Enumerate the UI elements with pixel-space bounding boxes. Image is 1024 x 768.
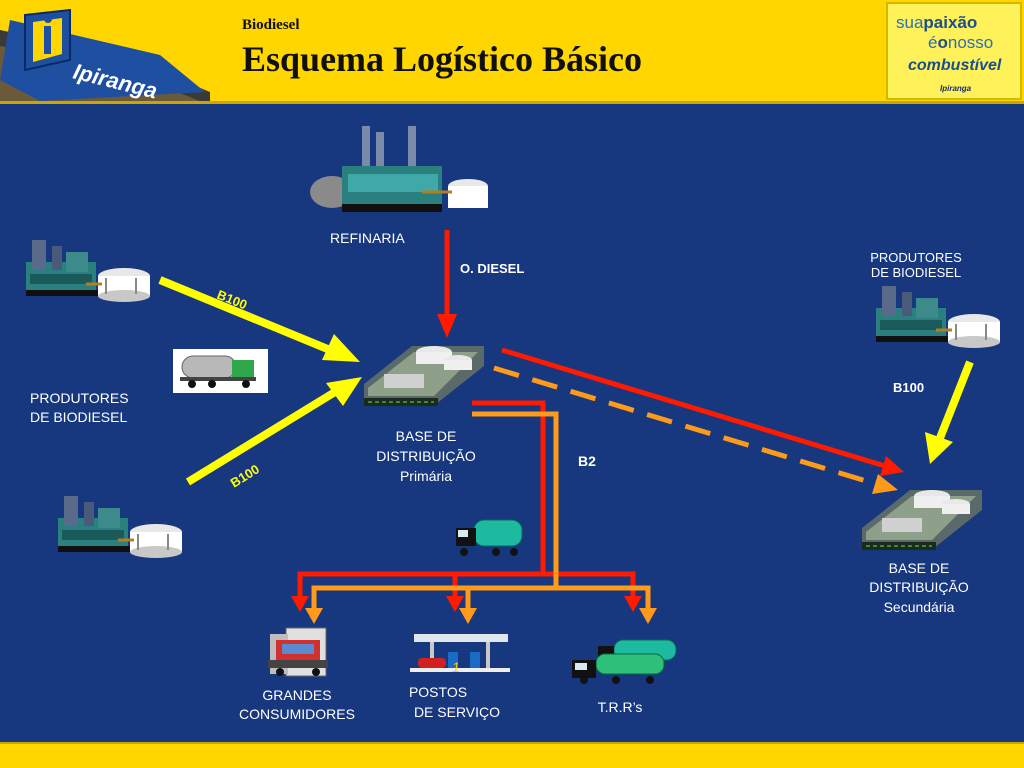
svg-text:1: 1	[452, 659, 460, 675]
grandes-consumidores-line2: CONSUMIDORES	[239, 706, 355, 722]
refinery-icon	[310, 126, 488, 212]
postos-line1: POSTOS	[409, 684, 467, 700]
base-primaria-line3: Primária	[400, 468, 452, 484]
refinaria-label: REFINARIA	[330, 230, 405, 246]
base-secundaria-line3: Secundária	[884, 599, 955, 615]
b100-label-bottom: B100	[228, 461, 262, 490]
slogan-box: suapaixão éonosso combustível Ipiranga	[886, 2, 1022, 100]
postos-line2: DE SERVIÇO	[414, 704, 500, 720]
orange-dashed-flow-secondary	[493, 365, 898, 494]
footer-bar	[0, 742, 1024, 768]
page-title: Esquema Logístico Básico	[242, 39, 643, 79]
slogan-line-3: combustível	[908, 57, 1002, 74]
base-primaria-line1: BASE DE	[396, 428, 457, 444]
diagram-panel: REFINARIA PRODUTORES DE BIODIESEL PRODUT…	[0, 104, 1024, 742]
base-primaria-icon	[363, 345, 485, 407]
orange-distribution-flow	[305, 411, 657, 624]
red-distribution-flow	[291, 400, 642, 612]
base-secundaria-line2: DISTRIBUIÇÃO	[869, 579, 969, 595]
base-secundaria-line1: BASE DE	[889, 560, 950, 576]
small-tanker-icon	[456, 519, 523, 556]
producer-right-icon	[874, 284, 1002, 350]
trr-label: T.R.R’s	[598, 699, 643, 715]
o-diesel-arrow	[437, 230, 457, 338]
trr-trucks-icon	[572, 639, 677, 684]
produtores-left-line2: DE BIODIESEL	[30, 409, 127, 425]
producer-left-bottom-icon	[56, 494, 184, 560]
slogan-line-2: éonosso	[928, 33, 994, 52]
header-divider	[0, 101, 1024, 104]
slogan-brand: Ipiranga	[940, 84, 972, 93]
produtores-right-line2: DE BIODIESEL	[871, 265, 961, 280]
o-diesel-label: O. DIESEL	[460, 261, 524, 276]
posto-icon: 1	[410, 634, 510, 675]
red-flow-secondary	[501, 347, 904, 476]
tanker-truck-icon	[173, 349, 268, 393]
b2-label: B2	[578, 453, 596, 469]
produtores-left-line1: PRODUTORES	[30, 390, 129, 406]
produtores-right-line1: PRODUTORES	[870, 250, 962, 265]
b100-label-right: B100	[893, 380, 924, 395]
producer-left-top-icon	[24, 238, 152, 304]
grandes-consumidores-icon	[268, 627, 328, 677]
b100-arrow-bottom	[185, 377, 362, 486]
grandes-consumidores-line1: GRANDES	[262, 687, 331, 703]
base-primaria-line2: DISTRIBUIÇÃO	[376, 448, 476, 464]
slogan-line-1: suapaixão	[896, 13, 978, 32]
b100-arrow-right	[925, 360, 974, 464]
ipiranga-logo: Ipiranga	[0, 0, 210, 101]
b100-arrow-top	[158, 276, 360, 362]
base-secundaria-icon	[861, 489, 983, 551]
page-subtitle: Biodiesel	[242, 17, 300, 33]
